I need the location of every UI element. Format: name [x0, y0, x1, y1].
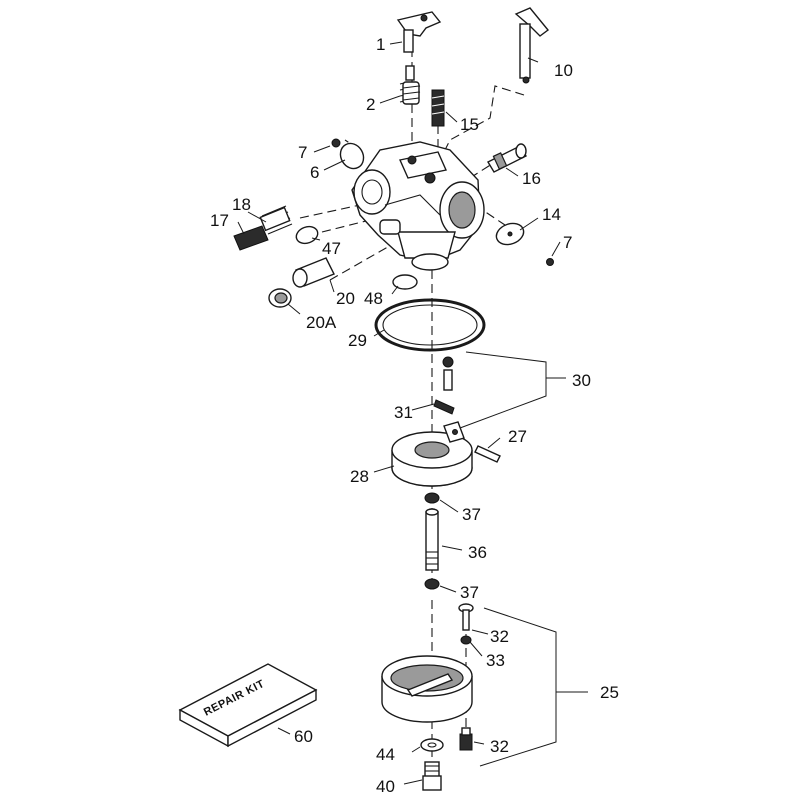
- label-47: 47: [322, 239, 341, 258]
- label-37-upper: 37: [462, 505, 481, 524]
- part-6-throttle-plate: [339, 142, 365, 170]
- label-40: 40: [376, 777, 395, 796]
- label-14: 14: [542, 205, 561, 224]
- part-7-screw-lower: [546, 258, 554, 266]
- part-20-nozzle: [292, 257, 335, 288]
- part-16-fuel-fitting: [487, 143, 527, 173]
- part-27-float-pin: [474, 445, 501, 463]
- part-1-throttle-shaft: [396, 11, 442, 53]
- label-7-upper: 7: [298, 143, 307, 162]
- label-16: 16: [522, 169, 541, 188]
- label-20A: 20A: [306, 313, 337, 332]
- label-32-upper: 32: [490, 627, 509, 646]
- part-36-main-jet: [425, 508, 439, 571]
- label-29: 29: [348, 331, 367, 350]
- part-33-washer: [460, 635, 472, 645]
- label-10: 10: [554, 61, 573, 80]
- part-18-spring: [259, 205, 293, 235]
- part-10-choke-shaft: [514, 7, 550, 84]
- part-60-repair-kit: REPAIR KIT: [178, 663, 318, 748]
- label-60: 60: [294, 727, 313, 746]
- label-32-lower: 32: [490, 737, 509, 756]
- label-30: 30: [572, 371, 591, 390]
- part-32-screw-lower: [459, 727, 473, 751]
- part-44-washer: [420, 738, 444, 752]
- label-18: 18: [232, 195, 251, 214]
- part-labels: 1 2 10 15 7 6 16 18 17 14 7 47 20 48 20A…: [210, 35, 619, 796]
- label-25: 25: [600, 683, 619, 702]
- part-25-float-bowl: [381, 655, 473, 723]
- part-20A-cap: [268, 288, 292, 308]
- part-29-o-ring: [374, 298, 486, 352]
- part-14-choke-plate: [495, 222, 525, 246]
- part-37-gasket-upper: [424, 492, 440, 504]
- part-48-gasket: [392, 274, 418, 290]
- part-2-spring: [399, 65, 421, 105]
- part-31-clip: [433, 399, 455, 415]
- part-30-needle-group: [442, 356, 454, 391]
- label-37-lower: 37: [460, 583, 479, 602]
- label-20: 20: [336, 289, 355, 308]
- label-28: 28: [350, 467, 369, 486]
- label-15: 15: [460, 115, 479, 134]
- part-28-float: [391, 421, 473, 487]
- part-32-screw-upper: [458, 603, 474, 631]
- part-15-screw: [431, 89, 445, 127]
- carburetor-body: [351, 141, 485, 271]
- label-48: 48: [364, 289, 383, 308]
- part-40-bowl-nut: [422, 761, 442, 791]
- label-36: 36: [468, 543, 487, 562]
- label-7-lower: 7: [563, 233, 572, 252]
- label-17: 17: [210, 211, 229, 230]
- label-27: 27: [508, 427, 527, 446]
- leader-lines: [237, 41, 588, 785]
- label-31: 31: [394, 403, 413, 422]
- part-37-gasket-lower: [424, 578, 440, 590]
- label-33: 33: [486, 651, 505, 670]
- label-2: 2: [366, 95, 375, 114]
- part-7-screw-upper: [331, 138, 341, 148]
- part-47-welch-plug: [295, 225, 319, 245]
- part-17-idle-screw: [233, 225, 269, 251]
- label-6: 6: [310, 163, 319, 182]
- label-1: 1: [376, 35, 385, 54]
- label-44: 44: [376, 745, 395, 764]
